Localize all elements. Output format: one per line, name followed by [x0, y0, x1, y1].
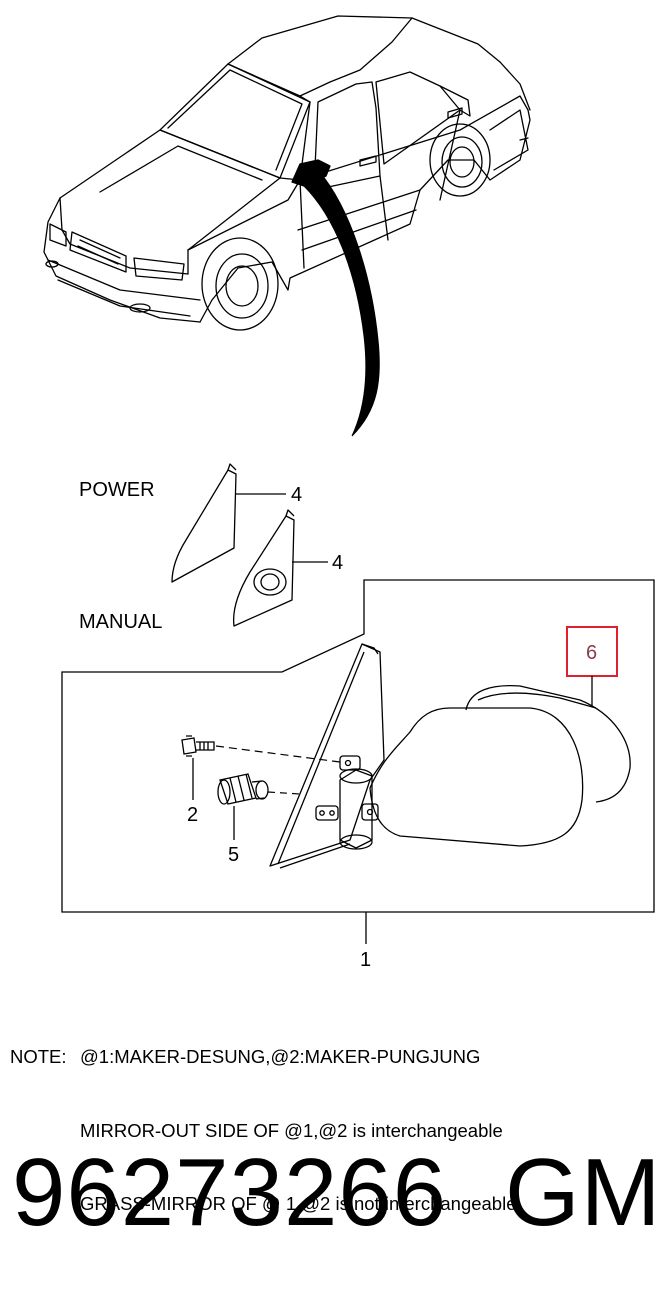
glass-manual [232, 509, 295, 627]
note-line-1: @1:MAKER-DESUNG,@2:MAKER-PUNGJUNG [80, 1046, 481, 1067]
note-line-2: MIRROR-OUT SIDE OF @1,@2 is interchangea… [80, 1119, 503, 1141]
pointer-arrow [303, 169, 380, 437]
callout-1: 1 [360, 949, 371, 971]
callout-6: 6 [586, 642, 597, 664]
assembly-outline [61, 579, 655, 913]
note-line-3: GRASS-MIRROR OF @ 1,@2 is not interchang… [80, 1193, 517, 1214]
callout-2: 2 [187, 804, 198, 826]
car-illustration [43, 15, 531, 331]
callout-4-manual: 4 [332, 552, 343, 574]
glass-power [171, 463, 237, 583]
callout-4-power: 4 [291, 484, 302, 506]
note-block: NOTE: @1:MAKER-DESUNG,@2:MAKER-PUNGJUNG … [10, 996, 517, 1241]
note-prefix: NOTE: [10, 1046, 67, 1067]
knob-part [217, 773, 269, 805]
part-number: 96273266 [12, 1139, 448, 1246]
screw-dashline [215, 745, 341, 763]
label-power: POWER [79, 479, 155, 501]
knob-dashline [267, 791, 301, 795]
screw-part [181, 735, 215, 757]
mirror-base [269, 643, 385, 869]
brand-name: GM [505, 1139, 662, 1246]
mirror-housing [315, 684, 631, 850]
callout-5: 5 [228, 844, 239, 866]
label-manual: MANUAL [79, 611, 162, 633]
parts-diagram: 4 4 POWER MANUAL [43, 15, 655, 971]
